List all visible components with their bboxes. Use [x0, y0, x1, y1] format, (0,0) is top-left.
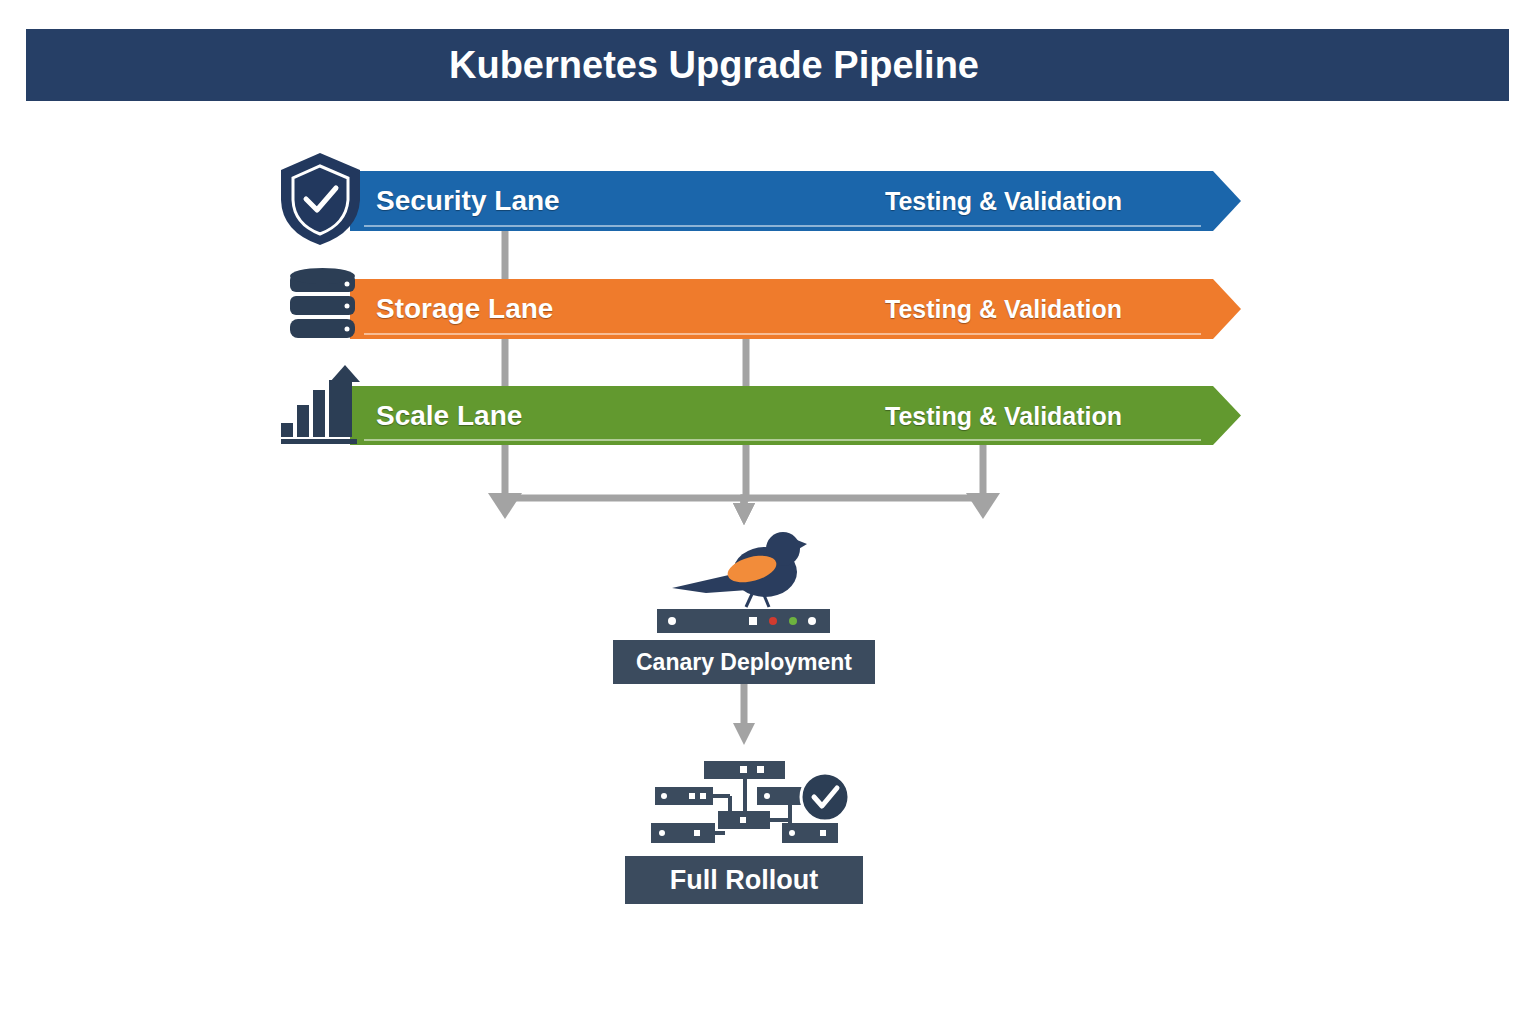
merge-arrowheads: [488, 493, 1000, 519]
flow-arrow: [744, 445, 983, 514]
lane-arrow-fill: [350, 279, 1241, 339]
title-banner: Kubernetes Upgrade Pipeline: [26, 29, 1509, 101]
flow-arrow: [741, 684, 748, 734]
canary-icon: [657, 532, 830, 633]
flow-arrow: [505, 231, 744, 514]
box-label: Full Rollout: [670, 865, 818, 896]
bar-chart-icon: [281, 365, 360, 444]
cluster-icon: [651, 761, 849, 843]
canary-node: Canary Deployment: [613, 525, 875, 684]
lane-arrow-fill: [350, 386, 1241, 445]
lane-underline: [364, 439, 1201, 441]
rollout-node: Full Rollout: [625, 745, 863, 904]
lane-stage-label: Testing & Validation: [885, 401, 1122, 430]
lane-stage-label: Testing & Validation: [885, 187, 1122, 216]
lane-title: Scale Lane: [376, 400, 522, 432]
shield-icon: [281, 153, 360, 245]
lane-underline: [364, 225, 1201, 227]
box-label-panel: Canary Deployment: [613, 640, 875, 684]
security-lane: Security Lane Testing & Validation: [350, 171, 1241, 231]
diagram-title: Kubernetes Upgrade Pipeline: [449, 44, 979, 87]
box-label-panel: Full Rollout: [625, 856, 863, 904]
lane-title: Storage Lane: [376, 293, 553, 325]
lane-stage-label: Testing & Validation: [885, 295, 1122, 324]
database-icon: [290, 268, 355, 338]
scale-lane: Scale Lane Testing & Validation: [350, 386, 1241, 445]
lane-underline: [364, 333, 1201, 335]
storage-lane: Storage Lane Testing & Validation: [350, 279, 1241, 339]
lane-arrow-fill: [350, 171, 1241, 231]
box-label: Canary Deployment: [636, 649, 852, 676]
lane-title: Security Lane: [376, 185, 560, 217]
